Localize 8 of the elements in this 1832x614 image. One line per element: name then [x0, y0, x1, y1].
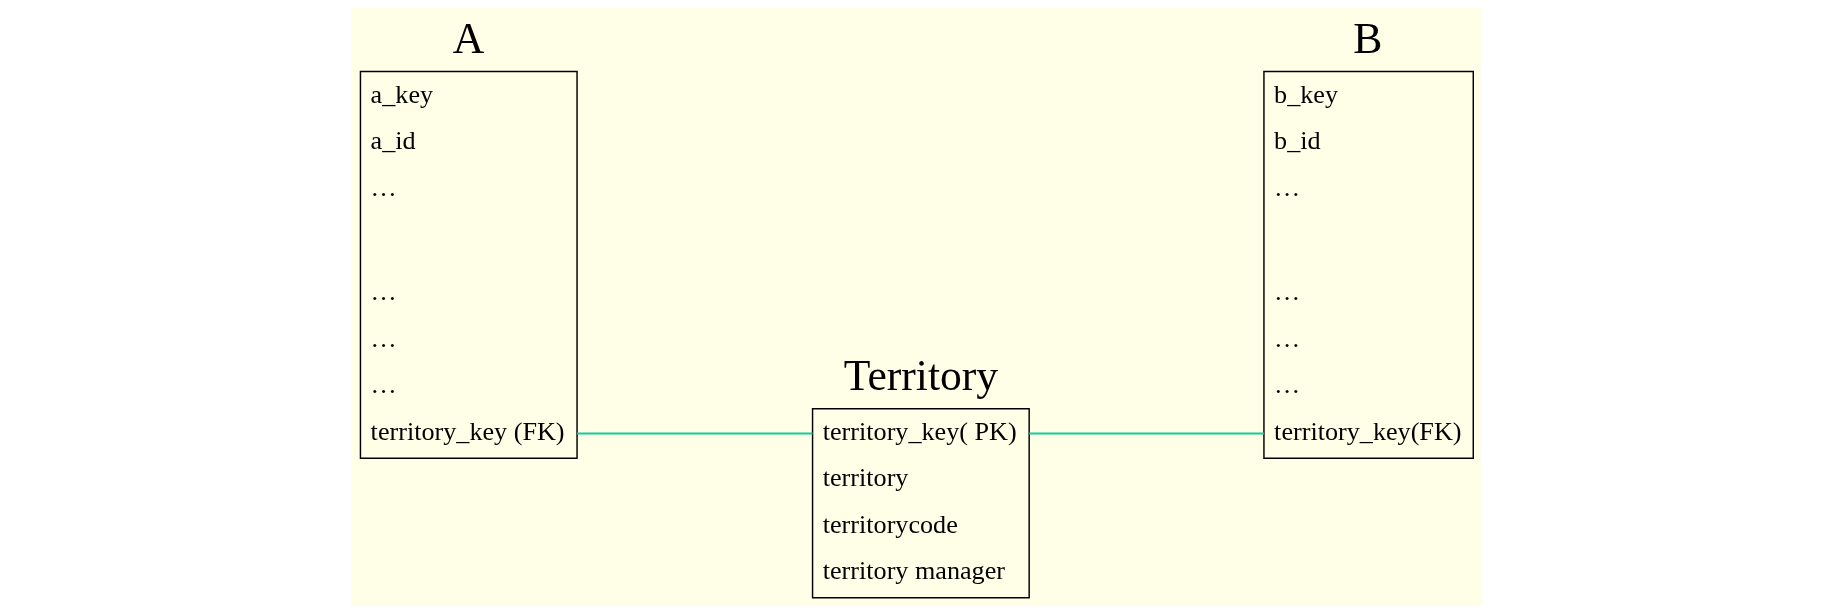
- node-box: territory_key( PK) territory territorycode territory manager: [811, 408, 1030, 599]
- node-label: B: [1352, 13, 1382, 62]
- connector: [575, 432, 813, 435]
- node-box: a_key a_id … … … … territory_key (FK): [359, 70, 578, 459]
- node-label: A: [452, 13, 484, 62]
- connector: [1027, 432, 1265, 435]
- node-box: b_key b_id … … … … territory_key(FK): [1262, 70, 1474, 459]
- node-label: Territory: [843, 350, 998, 399]
